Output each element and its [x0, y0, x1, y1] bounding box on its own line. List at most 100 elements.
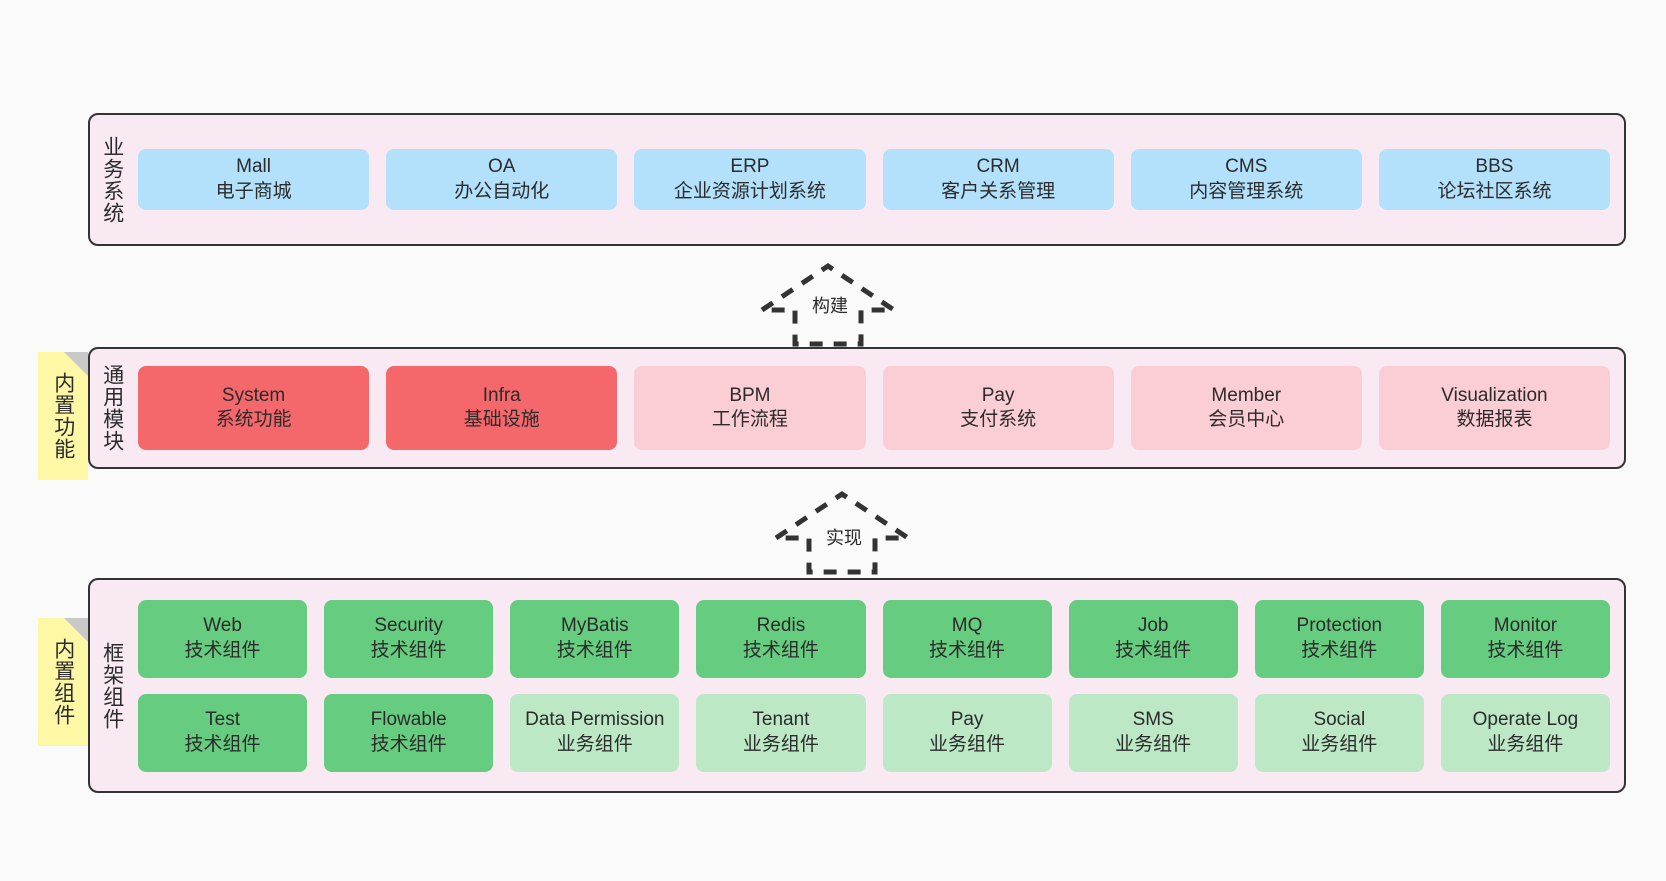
- card-tenant[interactable]: Tenant 业务组件: [696, 693, 866, 772]
- card-social-cn: 业务组件: [1301, 733, 1378, 755]
- card-web-cn: 技术组件: [184, 639, 261, 661]
- card-oa-cn: 办公自动化: [454, 180, 550, 202]
- card-system[interactable]: System 系统功能: [138, 366, 370, 450]
- card-bpm-en: BPM: [729, 384, 771, 406]
- card-monitor[interactable]: Monitor 技术组件: [1440, 599, 1610, 678]
- card-data-permission-cn: 业务组件: [556, 733, 633, 755]
- card-visualization[interactable]: Visualization 数据报表: [1378, 366, 1611, 450]
- card-protection[interactable]: Protection 技术组件: [1254, 599, 1424, 678]
- card-pay-component[interactable]: Pay 业务组件: [882, 693, 1052, 772]
- note-builtin-components: 内置组件: [38, 618, 88, 746]
- card-crm-en: CRM: [976, 156, 1020, 178]
- card-mybatis-en: MyBatis: [561, 615, 629, 637]
- card-social-en: Social: [1313, 709, 1366, 731]
- card-mybatis[interactable]: MyBatis 技术组件: [510, 599, 680, 678]
- card-erp-en: ERP: [730, 156, 770, 178]
- card-bbs-en: BBS: [1475, 156, 1514, 178]
- layer-framework-body: Web 技术组件 Security 技术组件 MyBatis 技术组件 Redi…: [134, 580, 1624, 791]
- card-mq-en: MQ: [951, 615, 983, 637]
- card-redis-cn: 技术组件: [742, 639, 819, 661]
- note-fold-corner-icon: [64, 618, 88, 642]
- note-builtin-features-label: 内置功能: [51, 372, 75, 460]
- card-oa-en: OA: [488, 156, 516, 178]
- layer-common-title: 通用模块: [100, 364, 124, 452]
- card-bbs[interactable]: BBS 论坛社区系统: [1378, 149, 1611, 210]
- card-test-en: Test: [205, 709, 240, 731]
- card-redis-en: Redis: [756, 615, 806, 637]
- card-bpm[interactable]: BPM 工作流程: [634, 366, 866, 450]
- connector-implement-label: 实现: [826, 528, 862, 548]
- card-job-en: Job: [1137, 615, 1169, 637]
- card-sms-cn: 业务组件: [1115, 733, 1192, 755]
- card-test-cn: 技术组件: [184, 733, 261, 755]
- layer-business-systems: 业务系统 Mall 电子商城 OA 办公自动化 ERP 企业资源计划系统 CRM…: [88, 113, 1626, 246]
- card-security-cn: 技术组件: [370, 639, 447, 661]
- card-social[interactable]: Social 业务组件: [1254, 693, 1424, 772]
- card-mall[interactable]: Mall 电子商城: [138, 149, 370, 210]
- card-mall-en: Mall: [236, 156, 271, 178]
- card-data-permission-en: Data Permission: [525, 709, 665, 731]
- card-pay-module-en: Pay: [981, 384, 1015, 406]
- card-sms-en: SMS: [1132, 709, 1174, 731]
- card-visualization-en: Visualization: [1441, 384, 1548, 406]
- card-crm[interactable]: CRM 客户关系管理: [882, 149, 1114, 210]
- note-builtin-components-label: 内置组件: [51, 638, 75, 726]
- card-tenant-cn: 业务组件: [742, 733, 819, 755]
- card-operate-log-en: Operate Log: [1472, 709, 1579, 731]
- card-security[interactable]: Security 技术组件: [324, 599, 494, 678]
- card-pay-component-en: Pay: [950, 709, 984, 731]
- card-tenant-en: Tenant: [752, 709, 810, 731]
- connector-build-label: 构建: [812, 296, 848, 316]
- common-row: System 系统功能 Infra 基础设施 BPM 工作流程 Pay 支付系统…: [138, 366, 1611, 450]
- layer-framework-components: 框架组件 Web 技术组件 Security 技术组件 MyBatis 技术组件…: [88, 578, 1626, 793]
- card-infra[interactable]: Infra 基础设施: [386, 366, 618, 450]
- card-monitor-cn: 技术组件: [1487, 639, 1564, 661]
- layer-framework-title: 框架组件: [100, 641, 124, 730]
- card-system-en: System: [221, 384, 286, 406]
- card-visualization-cn: 数据报表: [1456, 409, 1533, 430]
- card-mybatis-cn: 技术组件: [556, 639, 633, 661]
- connector-build-arrow: [753, 262, 908, 348]
- card-flowable-cn: 技术组件: [370, 733, 447, 755]
- card-bpm-cn: 工作流程: [711, 409, 788, 430]
- card-monitor-en: Monitor: [1493, 615, 1558, 637]
- card-infra-cn: 基础设施: [463, 409, 540, 430]
- card-member-cn: 会员中心: [1208, 409, 1285, 430]
- card-job[interactable]: Job 技术组件: [1068, 599, 1238, 678]
- layer-common-modules: 通用模块 System 系统功能 Infra 基础设施 BPM 工作流程 Pay…: [88, 347, 1626, 469]
- framework-row-biz: Test 技术组件 Flowable 技术组件 Data Permission …: [138, 693, 1610, 772]
- card-pay-component-cn: 业务组件: [929, 733, 1006, 755]
- card-security-en: Security: [374, 615, 443, 637]
- card-web[interactable]: Web 技术组件: [138, 599, 308, 678]
- card-protection-cn: 技术组件: [1301, 639, 1378, 661]
- card-redis[interactable]: Redis 技术组件: [696, 599, 866, 678]
- card-member[interactable]: Member 会员中心: [1130, 366, 1362, 450]
- card-pay-module-cn: 支付系统: [960, 409, 1037, 430]
- card-operate-log-cn: 业务组件: [1487, 733, 1564, 755]
- card-bbs-cn: 论坛社区系统: [1437, 180, 1552, 202]
- card-mq[interactable]: MQ 技术组件: [882, 599, 1052, 678]
- card-data-permission[interactable]: Data Permission 业务组件: [510, 693, 680, 772]
- card-oa[interactable]: OA 办公自动化: [386, 149, 618, 210]
- framework-row-tech: Web 技术组件 Security 技术组件 MyBatis 技术组件 Redi…: [138, 599, 1610, 678]
- card-pay-module[interactable]: Pay 支付系统: [882, 366, 1114, 450]
- business-row: Mall 电子商城 OA 办公自动化 ERP 企业资源计划系统 CRM 客户关系…: [138, 149, 1611, 210]
- card-crm-cn: 客户关系管理: [941, 180, 1056, 202]
- layer-common-body: System 系统功能 Infra 基础设施 BPM 工作流程 Pay 支付系统…: [134, 349, 1624, 467]
- card-erp-cn: 企业资源计划系统: [673, 180, 826, 202]
- card-flowable-en: Flowable: [370, 709, 447, 731]
- card-test[interactable]: Test 技术组件: [138, 693, 308, 772]
- card-erp[interactable]: ERP 企业资源计划系统: [634, 149, 866, 210]
- card-system-cn: 系统功能: [215, 409, 292, 430]
- card-cms-en: CMS: [1225, 156, 1268, 178]
- card-flowable[interactable]: Flowable 技术组件: [324, 693, 494, 772]
- connector-implement-arrow: [767, 490, 922, 576]
- card-protection-en: Protection: [1296, 615, 1383, 637]
- card-member-en: Member: [1211, 384, 1282, 406]
- card-cms[interactable]: CMS 内容管理系统: [1130, 149, 1362, 210]
- layer-business-body: Mall 电子商城 OA 办公自动化 ERP 企业资源计划系统 CRM 客户关系…: [134, 115, 1624, 244]
- card-operate-log[interactable]: Operate Log 业务组件: [1440, 693, 1610, 772]
- card-sms[interactable]: SMS 业务组件: [1068, 693, 1238, 772]
- card-mq-cn: 技术组件: [929, 639, 1006, 661]
